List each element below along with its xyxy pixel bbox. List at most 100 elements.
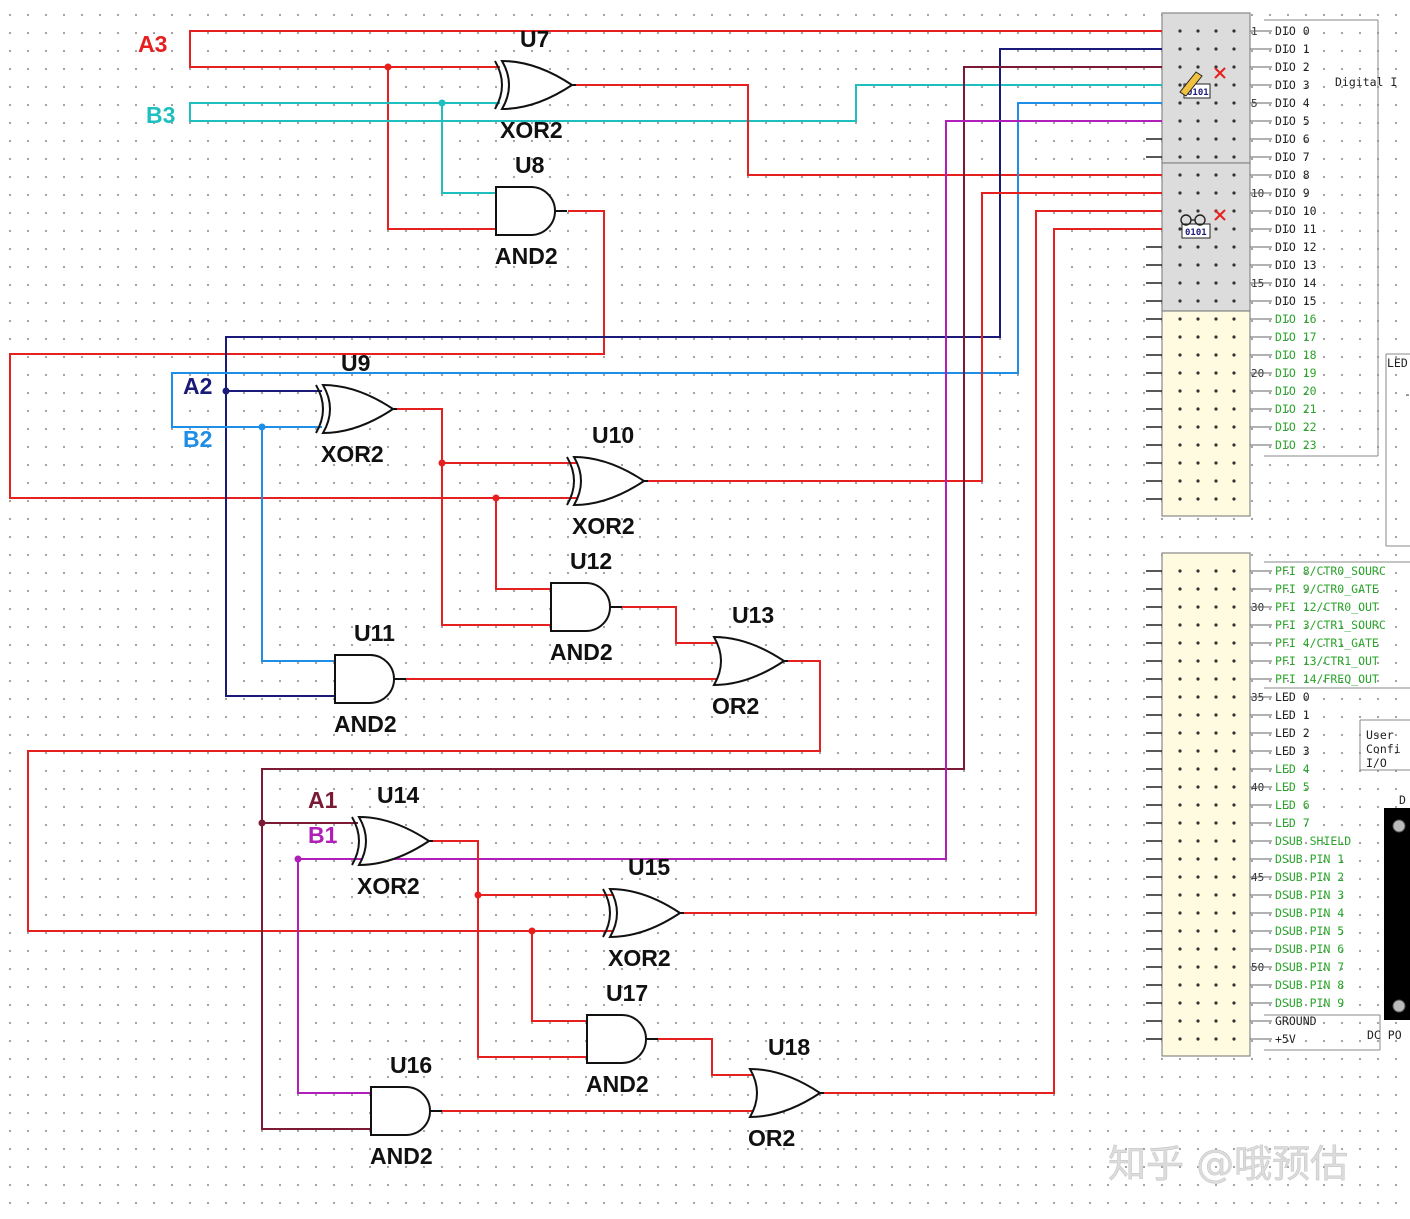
dio-pin-label: DIO 1 — [1275, 42, 1310, 56]
dio-pin-label: DIO 22 — [1275, 420, 1317, 434]
dio-pin-label: DIO 12 — [1275, 240, 1317, 254]
gate-type-label: OR2 — [748, 1125, 795, 1151]
dio-pin-holes — [1178, 29, 1236, 501]
io-pin-label: DSUB PIN 2 — [1275, 870, 1344, 884]
dio-pin-label: DIO 6 — [1275, 132, 1310, 146]
wire-a3-and — [387, 67, 500, 230]
dio-pin-label: DIO 7 — [1275, 150, 1310, 164]
watermark: 知乎 @哦预估 — [1108, 1142, 1348, 1186]
user-config-label-2: Confi — [1366, 742, 1401, 756]
wire-u18-out — [820, 228, 1162, 1094]
dio-pin-label: DIO 23 — [1275, 438, 1317, 452]
dio-pin-label: DIO 10 — [1275, 204, 1317, 218]
io-pin-label: DSUB PIN 1 — [1275, 852, 1344, 866]
wire-b2-and — [261, 427, 338, 662]
gate-id-label: U17 — [606, 980, 648, 1006]
gate-type-label: XOR2 — [500, 117, 563, 143]
wire-u12-out — [622, 606, 720, 644]
dio-pin-label: DIO 13 — [1275, 258, 1317, 272]
dio-block-16-23 — [1161, 310, 1251, 517]
input-label-b2: B2 — [183, 426, 212, 452]
xor-curve — [494, 60, 503, 110]
gate-id-label: U18 — [768, 1034, 810, 1060]
wire-b2 — [171, 102, 1162, 428]
logic-gates: U7XOR2U8AND2U9XOR2U10XOR2U11AND2U12AND2U… — [315, 26, 824, 1169]
io-pin-label: PFI 12/CTR0_OUT — [1275, 600, 1379, 614]
gate-body — [550, 582, 611, 632]
input-label-b1: B1 — [308, 822, 338, 848]
junctions — [222, 63, 536, 935]
wire-u17-out — [658, 1038, 756, 1076]
gate-type-label: XOR2 — [357, 873, 420, 899]
gate-body — [608, 887, 682, 939]
gate-type-label: XOR2 — [321, 441, 384, 467]
dio-pin-label: DIO 9 — [1275, 186, 1310, 200]
io-block — [1161, 552, 1251, 1057]
wire-u7-out — [575, 84, 1162, 176]
io-pin-label: LED 6 — [1275, 798, 1310, 812]
gate-type-label: AND2 — [334, 711, 397, 737]
wire-u15-out — [682, 210, 1162, 914]
io-pin-label: +5V — [1275, 1032, 1296, 1046]
dio-pin-label: DIO 15 — [1275, 294, 1317, 308]
io-pin-label: PFI 14/FREQ_OUT — [1275, 672, 1379, 686]
input-label-b3: B3 — [146, 102, 175, 128]
gate-id-label: U16 — [390, 1052, 432, 1078]
gate-id-label: U8 — [515, 152, 545, 178]
wires — [9, 30, 1162, 1130]
io-pin-label: DSUB PIN 7 — [1275, 960, 1344, 974]
dsub-screw-top — [1392, 819, 1406, 833]
dsub-label: D — [1399, 793, 1406, 807]
wire-u14-out — [431, 840, 591, 1058]
io-pin-label: DSUB PIN 5 — [1275, 924, 1344, 938]
input-label-a1: A1 — [308, 787, 338, 813]
io-pin-label: DSUB PIN 9 — [1275, 996, 1344, 1010]
probe-glasses-icon[interactable]: 0101 — [1180, 209, 1226, 239]
user-config-label-3: I/O — [1366, 756, 1387, 770]
dio-pin-label: DIO 14 — [1275, 276, 1317, 290]
gate-id-label: U9 — [341, 350, 370, 376]
wire-u8-carry — [9, 210, 605, 499]
io-pin-label: DSUB PIN 4 — [1275, 906, 1344, 920]
io-pin-label: LED 7 — [1275, 816, 1310, 830]
digital-io-label: Digital I — [1335, 75, 1397, 89]
dio-pin-label: DIO 8 — [1275, 168, 1310, 182]
gate-body — [748, 1067, 822, 1119]
gate-body — [370, 1086, 431, 1136]
gate-type-label: XOR2 — [608, 945, 671, 971]
io-pin-label: PFI 3/CTR1_SOURC — [1275, 618, 1386, 632]
dio-pin-label: DIO 18 — [1275, 348, 1317, 362]
gate-type-label: AND2 — [370, 1143, 433, 1169]
gate-id-label: U14 — [377, 782, 419, 808]
io-pin-label: LED 3 — [1275, 744, 1310, 758]
wire-b3-and — [441, 103, 500, 194]
dio-pin-label: DIO 4 — [1275, 96, 1310, 110]
probe-pencil-icon[interactable]: 0101 — [1179, 67, 1226, 99]
gate-id-label: U7 — [520, 26, 549, 52]
io-pin-holes — [1178, 569, 1236, 1041]
io-pin-stubs — [1146, 570, 1162, 1040]
wire-a3 — [189, 30, 1162, 68]
wire-b1 — [297, 120, 1162, 1094]
gate-id-label: U13 — [732, 602, 774, 628]
gate-body — [495, 186, 556, 236]
dc-power-label: DC PO — [1367, 1028, 1402, 1042]
io-pin-label: PFI 9/CTR0_GATE — [1275, 582, 1379, 596]
io-pin-label: DSUB PIN 8 — [1275, 978, 1344, 992]
io-pin-label: DSUB PIN 3 — [1275, 888, 1344, 902]
